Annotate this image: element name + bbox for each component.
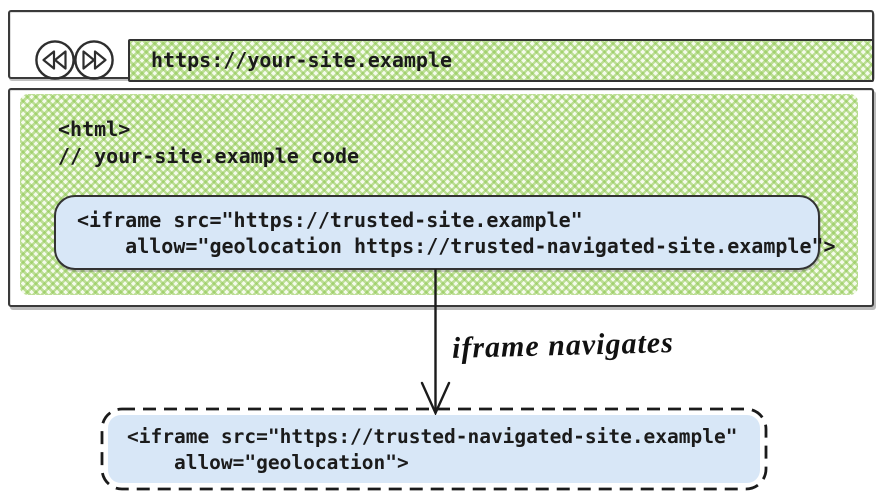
- iframe-original-box: <iframe src="https://trusted-site.exampl…: [54, 195, 836, 270]
- page-code-comment: // your-site.example code: [58, 144, 360, 168]
- forward-button[interactable]: [73, 39, 115, 81]
- arrow-label: iframe navigates: [451, 326, 675, 365]
- your-site-page: <html> // your-site.example code <iframe…: [20, 94, 858, 295]
- browser-toolbar: https://your-site.example: [8, 10, 874, 82]
- html-open-tag: <html>: [58, 117, 131, 141]
- navigation-arrow: [420, 269, 451, 416]
- double-right-arrow-icon: [74, 40, 114, 80]
- dashed-outline: [100, 407, 768, 491]
- back-button[interactable]: [34, 39, 76, 81]
- iframe-navigated-box: <iframe src="https://trusted-navigated-s…: [100, 407, 768, 491]
- double-left-arrow-icon: [35, 40, 75, 80]
- iframe-original-allow-line: allow="geolocation https://trusted-navig…: [77, 234, 836, 258]
- browser-viewport: <html> // your-site.example code <iframe…: [8, 88, 874, 307]
- iframe-navigated-src-line: <iframe src="https://trusted-navigated-s…: [127, 425, 738, 448]
- iframe-navigated-allow-line: allow="geolocation">: [127, 451, 409, 474]
- url-bar[interactable]: https://your-site.example: [128, 39, 874, 82]
- iframe-original-src-line: <iframe src="https://trusted-site.exampl…: [77, 208, 583, 232]
- url-text: https://your-site.example: [151, 48, 453, 72]
